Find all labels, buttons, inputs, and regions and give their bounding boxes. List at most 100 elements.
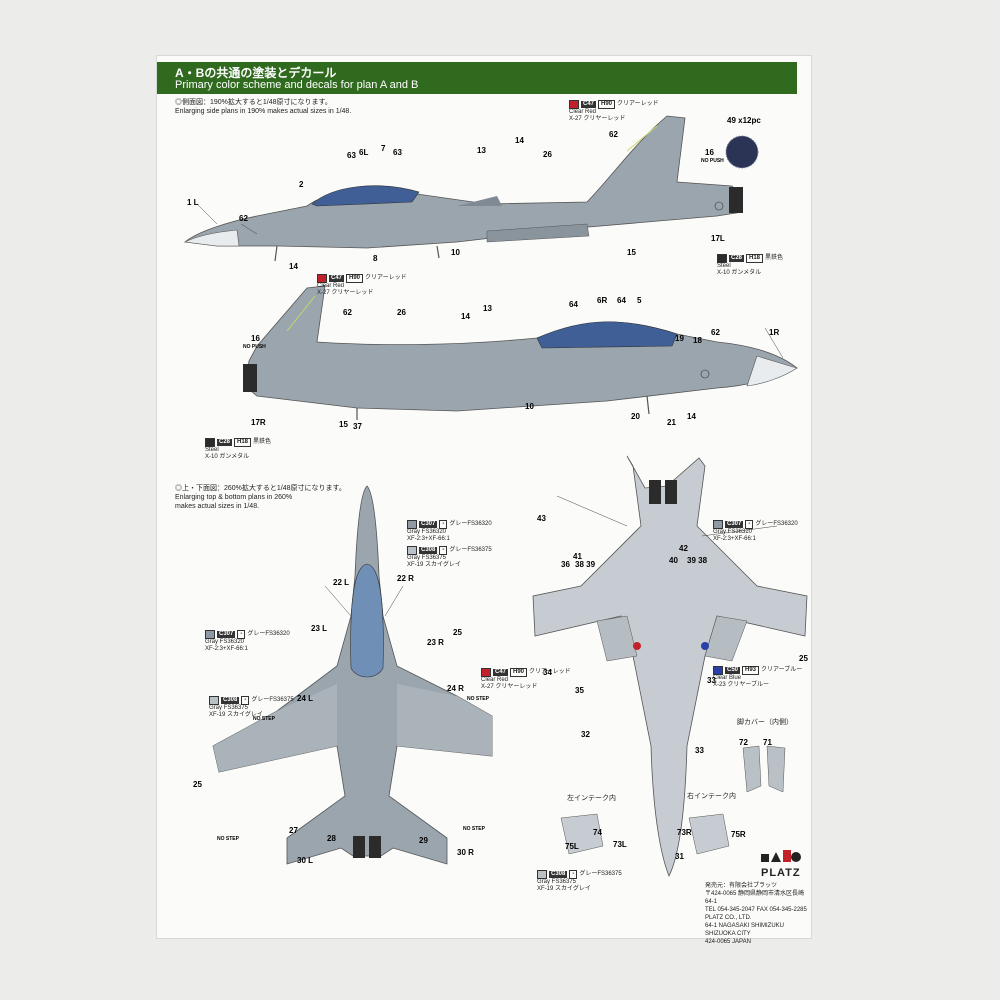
code-h: H18 [746, 254, 764, 263]
decal-label: 62 [239, 214, 248, 223]
swatch [407, 520, 417, 529]
section-banner: A・Bの共通の塗装とデカール Primary color scheme and … [157, 62, 797, 94]
decal-label: NO STEP [467, 696, 489, 702]
code-c: C50 [725, 667, 741, 674]
color-x: XF-2:3+XF-66:1 [205, 646, 248, 652]
code-c: C28 [729, 255, 745, 262]
decal-label: 64 [569, 300, 578, 309]
swatch [205, 630, 215, 639]
instruction-sheet: A・Bの共通の塗装とデカール Primary color scheme and … [157, 56, 811, 945]
decal-label: 34 [543, 668, 552, 677]
decal-label: 17L [711, 234, 725, 243]
paint-code-c307-bottom-left: C307-グレーFS36320 Gray FS36320 XF-2:3+XF-6… [407, 520, 492, 543]
decal-label: 39 38 [687, 556, 708, 565]
color-jp: クリアーレッド [529, 669, 571, 675]
publisher-footer: 発売元：有限会社プラッツ 〒424-0065 静岡県静岡市清水区長崎64-1 T… [705, 882, 811, 946]
code-h: H90 [598, 100, 616, 109]
decal-label: NO STEP [253, 716, 275, 722]
color-en: Gray FS36320 [205, 639, 245, 645]
decal-label: 62 [609, 130, 618, 139]
code-c: C307 [217, 631, 236, 638]
decal-label: 36 [561, 560, 570, 569]
code-c: C47 [581, 101, 597, 108]
decal-label: 14 [461, 312, 470, 321]
decal-label: 62 [343, 308, 352, 317]
swatch [317, 274, 327, 283]
paint-code-c308-bottom: C308-グレーFS36375 Gray FS36375 XF-19 スカイグレ… [537, 870, 622, 893]
color-x: XF-19 スカイグレイ [537, 886, 591, 892]
color-jp: 黒鉄色 [765, 255, 784, 261]
color-x: XF-2:3+XF-66:1 [407, 536, 450, 542]
decal-label: 27 [289, 826, 298, 835]
decal-label: 1R [769, 328, 780, 337]
decal-label: 17R [251, 418, 266, 427]
code-h: H18 [234, 438, 252, 447]
side-note-en: Enlarging side plans in 190% makes actua… [175, 108, 352, 115]
decal-label: 15 [627, 248, 636, 257]
decal-label: 40 [669, 556, 678, 565]
color-en: Clear Red [569, 109, 597, 115]
color-jp: 黒鉄色 [253, 439, 272, 445]
decal-label: 14 [687, 412, 696, 421]
color-en: Clear Red [481, 677, 509, 683]
color-x: XF-19 スカイグレイ [209, 712, 263, 718]
footer-line: 〒424-0065 静岡県静岡市清水区長崎64-1 [705, 891, 805, 905]
decal-label: 29 [419, 836, 428, 845]
decal-label: 41 [573, 552, 582, 561]
top-plan-note: ◎上・下面図：260%拡大すると1/48原寸になります。 Enlarging t… [175, 484, 346, 511]
decal-label: 18 [693, 336, 702, 345]
decal-label: 42 [679, 544, 688, 553]
code-c: C308 [549, 871, 568, 878]
decal-label: 26 [543, 150, 552, 159]
decal-label: 33 [707, 676, 716, 685]
color-jp: グレーFS36320 [247, 631, 290, 637]
intake-right-drawing [688, 813, 730, 855]
decal-label: 23 R [427, 638, 444, 647]
decal-label: 6L [359, 148, 369, 157]
color-x: X-10 ガンメタル [205, 454, 250, 460]
decal-label: 25 [799, 654, 808, 663]
aircraft-drawings [183, 115, 808, 877]
swatch [717, 254, 727, 263]
swatch [569, 100, 579, 109]
code-h: - [439, 546, 448, 555]
color-en: Gray FS36320 [407, 529, 447, 535]
decal-label: 10 [525, 402, 534, 411]
decal-label: 16 [705, 148, 714, 157]
code-c: C308 [221, 697, 240, 704]
color-x: X-23 クリヤーブルー [713, 682, 769, 688]
decal-label: 24 R [447, 684, 464, 693]
decal-label: 26 [397, 308, 406, 317]
decal-label: NO STEP [217, 836, 239, 842]
color-en: Gray FS36375 [537, 879, 577, 885]
decal-label: 25 [453, 628, 462, 637]
decal-label: 24 L [297, 694, 314, 703]
decal-label: NO PUSH [243, 344, 266, 350]
color-jp: クリアーレッド [617, 101, 659, 107]
decal-label: 30 R [457, 848, 474, 857]
footer-line: 424-0065 JAPAN [705, 939, 751, 945]
paint-code-c308-bottom-left: C308-グレーFS36375 Gray FS36375 XF-19 スカイグレ… [407, 546, 492, 569]
color-en: Gray FS36375 [209, 705, 249, 711]
decal-label: 23 L [311, 624, 328, 633]
color-en: Gray FS36375 [407, 555, 447, 561]
code-h: - [237, 630, 246, 639]
top-view [212, 485, 493, 865]
top-note-en2: makes actual sizes in 1/48. [175, 503, 260, 510]
code-h: H93 [742, 666, 760, 675]
color-jp: グレーFS36375 [579, 871, 622, 877]
decal-label: 35 [575, 686, 584, 695]
decal-label: 25 [193, 780, 202, 789]
decal-label: 16 [251, 334, 260, 343]
decal-label: 13 [477, 146, 486, 155]
bottom-view [532, 455, 808, 877]
decal-label: 73R [677, 828, 692, 837]
decal-label: 5 [637, 296, 642, 305]
platz-logo: PLATZ [761, 848, 801, 879]
intake-left-drawing [560, 813, 604, 855]
decal-label: 32 [581, 730, 590, 739]
brand-name: PLATZ [761, 867, 801, 879]
